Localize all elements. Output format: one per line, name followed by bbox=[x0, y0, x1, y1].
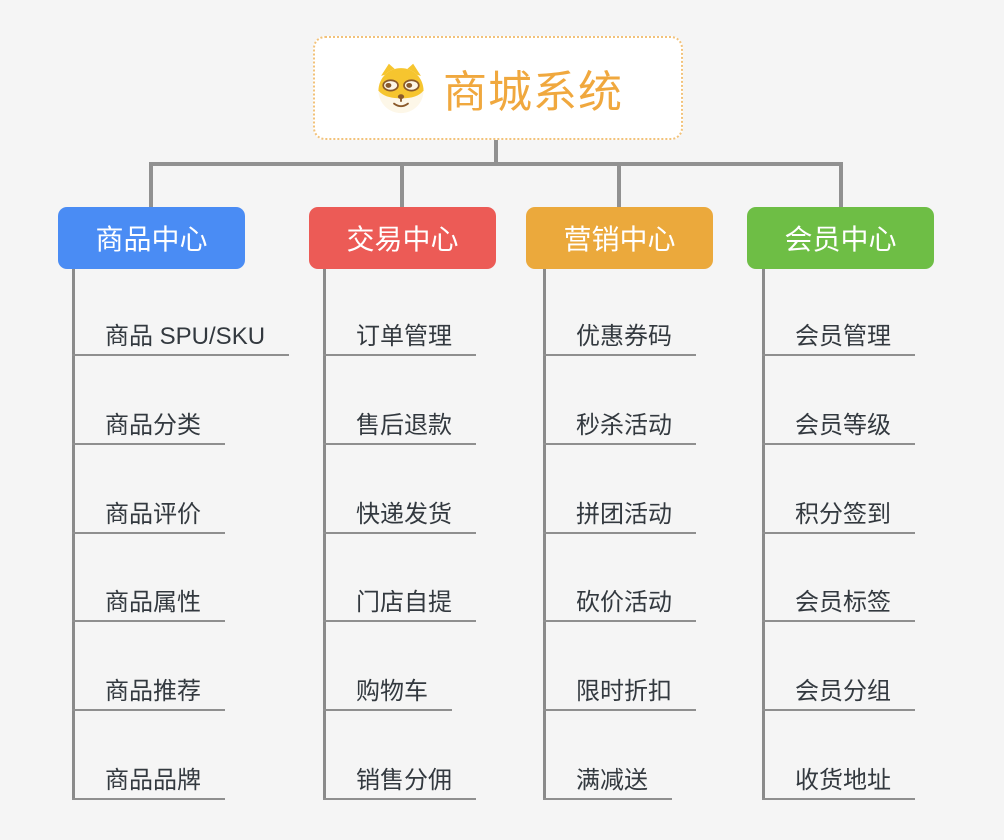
branch-children-member: 会员管理 会员等级 积分签到 会员标签 会员分组 收货地址 bbox=[762, 269, 1004, 800]
leaf-node[interactable]: 商品分类 bbox=[72, 409, 225, 445]
shiba-dog-icon bbox=[373, 62, 429, 114]
leaf-node[interactable]: 砍价活动 bbox=[543, 586, 696, 622]
leaf-node[interactable]: 门店自提 bbox=[323, 586, 476, 622]
branch-box-trade-center[interactable]: 交易中心 bbox=[309, 207, 496, 269]
connector-drop-trade bbox=[400, 162, 404, 208]
connector-column-marketing bbox=[543, 269, 546, 800]
branch-box-member-center[interactable]: 会员中心 bbox=[747, 207, 934, 269]
root-title: 商城系统 bbox=[443, 68, 623, 117]
leaf-node[interactable]: 订单管理 bbox=[323, 320, 476, 356]
branch-children-product: 商品 SPU/SKU 商品分类 商品评价 商品属性 商品推荐 商品品牌 bbox=[72, 269, 322, 800]
branch-children-trade: 订单管理 售后退款 快递发货 门店自提 购物车 销售分佣 bbox=[323, 269, 573, 800]
leaf-node[interactable]: 会员等级 bbox=[762, 409, 915, 445]
leaf-node[interactable]: 限时折扣 bbox=[543, 675, 696, 711]
connector-drop-product bbox=[149, 162, 153, 208]
leaf-node[interactable]: 会员标签 bbox=[762, 586, 915, 622]
leaf-node[interactable]: 会员管理 bbox=[762, 320, 915, 356]
leaf-node[interactable]: 会员分组 bbox=[762, 675, 915, 711]
leaf-node[interactable]: 收货地址 bbox=[762, 764, 915, 800]
leaf-node[interactable]: 优惠券码 bbox=[543, 320, 696, 356]
branch-box-product-center[interactable]: 商品中心 bbox=[58, 207, 245, 269]
branch-box-marketing-center[interactable]: 营销中心 bbox=[526, 207, 713, 269]
branch-children-marketing: 优惠券码 秒杀活动 拼团活动 砍价活动 限时折扣 满减送 bbox=[543, 269, 793, 800]
leaf-node[interactable]: 购物车 bbox=[323, 675, 452, 711]
connector-column-product bbox=[72, 269, 75, 800]
leaf-node[interactable]: 售后退款 bbox=[323, 409, 476, 445]
leaf-node[interactable]: 商品推荐 bbox=[72, 675, 225, 711]
leaf-node[interactable]: 商品评价 bbox=[72, 498, 225, 534]
root-node-mall-system[interactable]: 商城系统 bbox=[313, 36, 683, 140]
connector-root-stub bbox=[494, 140, 498, 166]
connector-column-trade bbox=[323, 269, 326, 800]
leaf-node[interactable]: 快递发货 bbox=[323, 498, 476, 534]
branch-label: 交易中心 bbox=[346, 224, 459, 255]
connector-drop-member bbox=[839, 162, 843, 208]
connector-trunk bbox=[149, 162, 843, 166]
leaf-node[interactable]: 商品 SPU/SKU bbox=[72, 320, 290, 356]
leaf-node[interactable]: 秒杀活动 bbox=[543, 409, 696, 445]
leaf-node[interactable]: 商品品牌 bbox=[72, 764, 225, 800]
leaf-node[interactable]: 满减送 bbox=[543, 764, 672, 800]
leaf-node[interactable]: 拼团活动 bbox=[543, 498, 696, 534]
connector-column-member bbox=[762, 269, 765, 800]
branch-label: 商品中心 bbox=[95, 224, 208, 255]
leaf-node[interactable]: 销售分佣 bbox=[323, 764, 476, 800]
connector-drop-marketing bbox=[617, 162, 621, 208]
leaf-node[interactable]: 积分签到 bbox=[762, 498, 915, 534]
branch-label: 会员中心 bbox=[784, 224, 897, 255]
leaf-node[interactable]: 商品属性 bbox=[72, 586, 225, 622]
branch-label: 营销中心 bbox=[563, 224, 676, 255]
